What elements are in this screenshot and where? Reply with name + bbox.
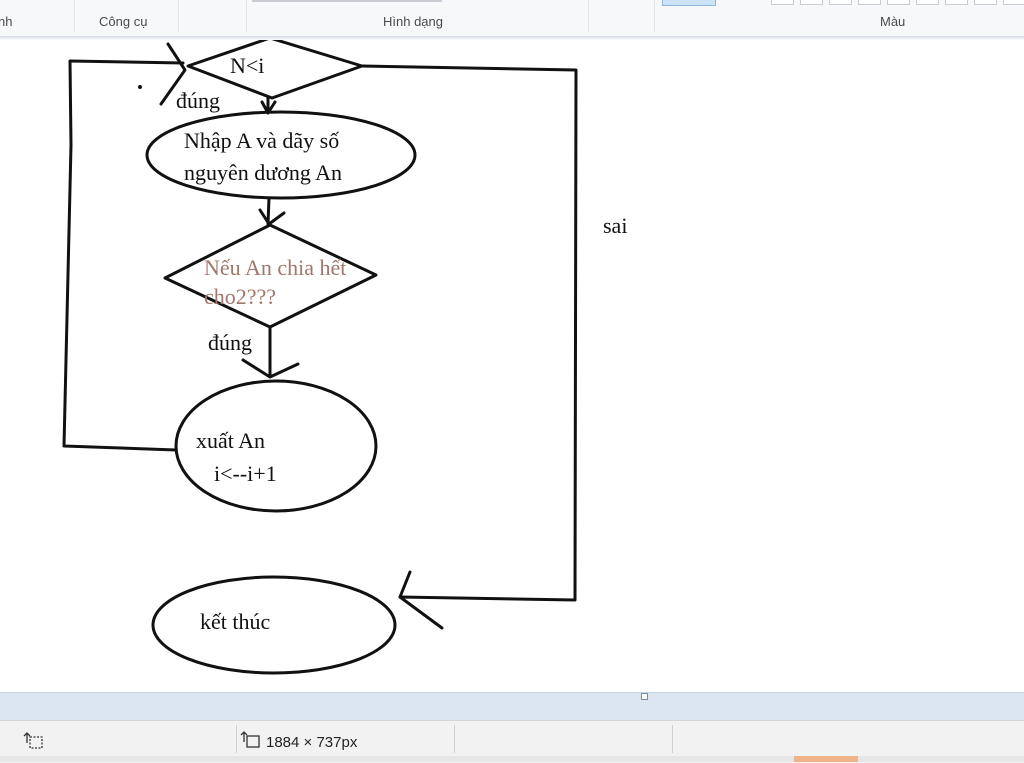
- color-swatch[interactable]: [1003, 0, 1024, 5]
- color-1-button[interactable]: [662, 0, 716, 6]
- ribbon-group-tools-label: Công cụ: [99, 14, 148, 29]
- ribbon-shadow: [0, 36, 1024, 40]
- flowchart-drawing: N<i đúng Nhập A và dãy số nguyên dương A…: [62, 40, 627, 675]
- false-branch-line: [360, 64, 578, 602]
- output-text-line1: xuất An: [196, 428, 265, 453]
- taskbar-strip: [0, 756, 1024, 762]
- input-ellipse: [145, 110, 417, 200]
- color-swatch[interactable]: [887, 0, 910, 5]
- status-separator: [672, 725, 673, 753]
- output-text-line2: i<--i+1: [214, 461, 277, 486]
- even-condition-text-line1: Nếu An chia hết: [204, 255, 346, 280]
- drawing-canvas[interactable]: N<i đúng Nhập A và dãy số nguyên dương A…: [0, 40, 1024, 692]
- color-swatch[interactable]: [829, 0, 852, 5]
- loop-arrowhead: [159, 42, 187, 106]
- ribbon-separator: [246, 0, 247, 32]
- stray-dot: [138, 85, 142, 89]
- taskbar-active-item[interactable]: [794, 756, 858, 762]
- color-swatch[interactable]: [974, 0, 997, 5]
- even-condition-text-line2: cho2???: [204, 284, 276, 309]
- end-text: kết thúc: [200, 609, 270, 634]
- shapes-gallery-bottom-edge[interactable]: [252, 0, 442, 2]
- color-swatch[interactable]: [916, 0, 939, 5]
- color-swatch[interactable]: [945, 0, 968, 5]
- ribbon-separator: [588, 0, 589, 32]
- status-bar: 1884 × 737px: [0, 720, 1024, 763]
- end-ellipse: [151, 575, 397, 675]
- false-arrowhead: [398, 570, 444, 630]
- ribbon-group-partial-label: nh: [0, 14, 13, 29]
- ribbon-group-shapes-label: Hình dạng: [383, 14, 443, 29]
- status-separator: [236, 725, 237, 753]
- canvas-resize-handle[interactable]: [641, 693, 648, 700]
- arrow-to-condition: [258, 196, 286, 226]
- color-swatch[interactable]: [858, 0, 881, 5]
- false-label: sai: [603, 213, 627, 238]
- ribbon-separator: [654, 0, 655, 32]
- selection-size-icon: [23, 732, 43, 749]
- input-text-line1: Nhập A và dãy số: [184, 128, 339, 153]
- true-label-top: đúng: [176, 88, 220, 113]
- even-condition-diamond: [163, 223, 378, 329]
- image-size-text: 1884 × 737px: [266, 734, 358, 751]
- status-separator: [454, 725, 455, 753]
- image-size-icon: [240, 731, 260, 748]
- loop-condition-text: N<i: [230, 53, 264, 78]
- ribbon-separator: [74, 0, 75, 32]
- true-label-mid: đúng: [208, 330, 252, 355]
- ribbon-separator: [178, 0, 179, 32]
- input-text-line2: nguyên dương An: [184, 160, 342, 185]
- workspace-area: [0, 692, 1024, 721]
- loop-back-line: [62, 59, 185, 452]
- ribbon: nh Công cụ Hình dạng Màu: [0, 0, 1024, 37]
- ribbon-group-colors-label: Màu: [880, 14, 906, 29]
- color-swatch[interactable]: [800, 0, 823, 5]
- output-ellipse: [174, 379, 378, 513]
- color-swatch[interactable]: [771, 0, 794, 5]
- arrow-to-output: [241, 325, 300, 379]
